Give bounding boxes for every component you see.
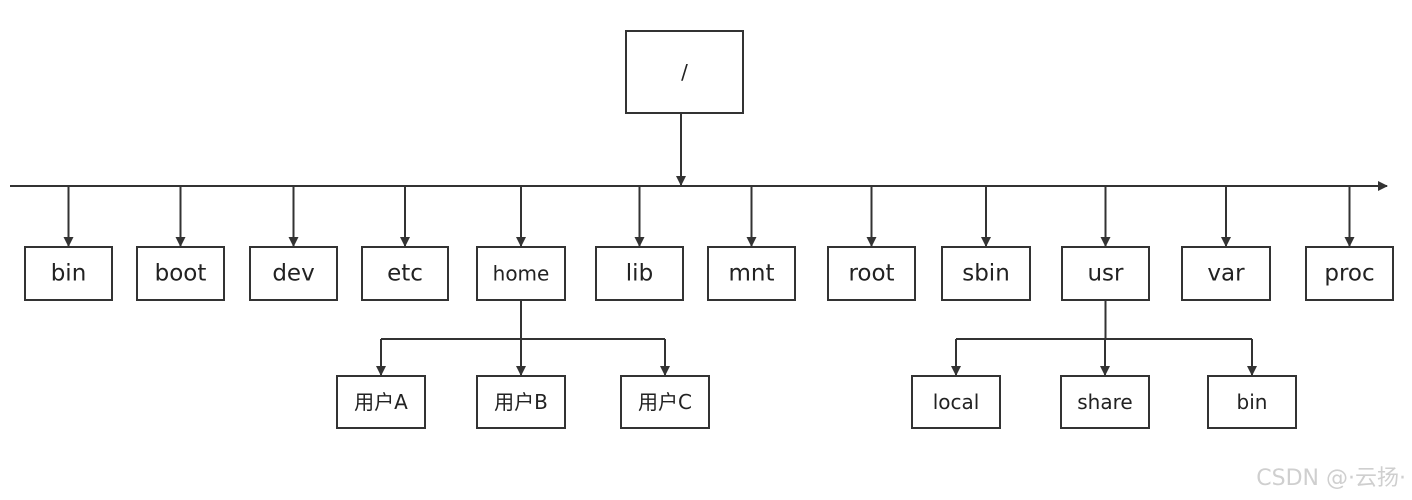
dir-proc-label: proc [1324,261,1374,287]
dir-dev-label: dev [272,261,314,287]
dir-var-box [1181,246,1271,301]
dir-mnt-label: mnt [729,261,775,287]
root-dir-label: / [681,60,688,84]
dir-sbin-box [941,246,1031,301]
dir-home-label: home [493,262,550,286]
usr-child-0-box [911,375,1001,429]
dir-lib-label: lib [626,261,653,287]
home-child-0-label: 用户A [354,390,408,414]
dir-home-box [476,246,566,301]
dir-dev-box [249,246,338,301]
dir-mnt-box [707,246,796,301]
dir-var-label: var [1207,261,1245,287]
dir-usr-label: usr [1087,261,1124,287]
dir-root-label: root [848,261,894,287]
usr-child-1-label: share [1077,390,1132,414]
dir-bin-box [24,246,113,301]
usr-child-0-label: local [933,390,980,414]
dir-etc-label: etc [387,261,423,287]
usr-child-1-box [1060,375,1150,429]
dir-sbin-label: sbin [962,261,1010,287]
watermark: CSDN @·云扬· [1256,466,1406,491]
root-dir-box [625,30,744,114]
home-child-1-label: 用户B [494,390,548,414]
usr-child-2-box [1207,375,1297,429]
home-child-1-box [476,375,566,429]
dir-lib-box [595,246,684,301]
usr-child-2-label: bin [1237,390,1268,414]
dir-proc-box [1305,246,1394,301]
dir-bin-label: bin [51,261,87,287]
dir-root-box [827,246,916,301]
dir-etc-box [361,246,449,301]
home-child-0-box [336,375,426,429]
home-child-2-box [620,375,710,429]
home-child-2-label: 用户C [638,390,692,414]
dir-boot-label: boot [155,261,207,287]
dir-boot-box [136,246,225,301]
